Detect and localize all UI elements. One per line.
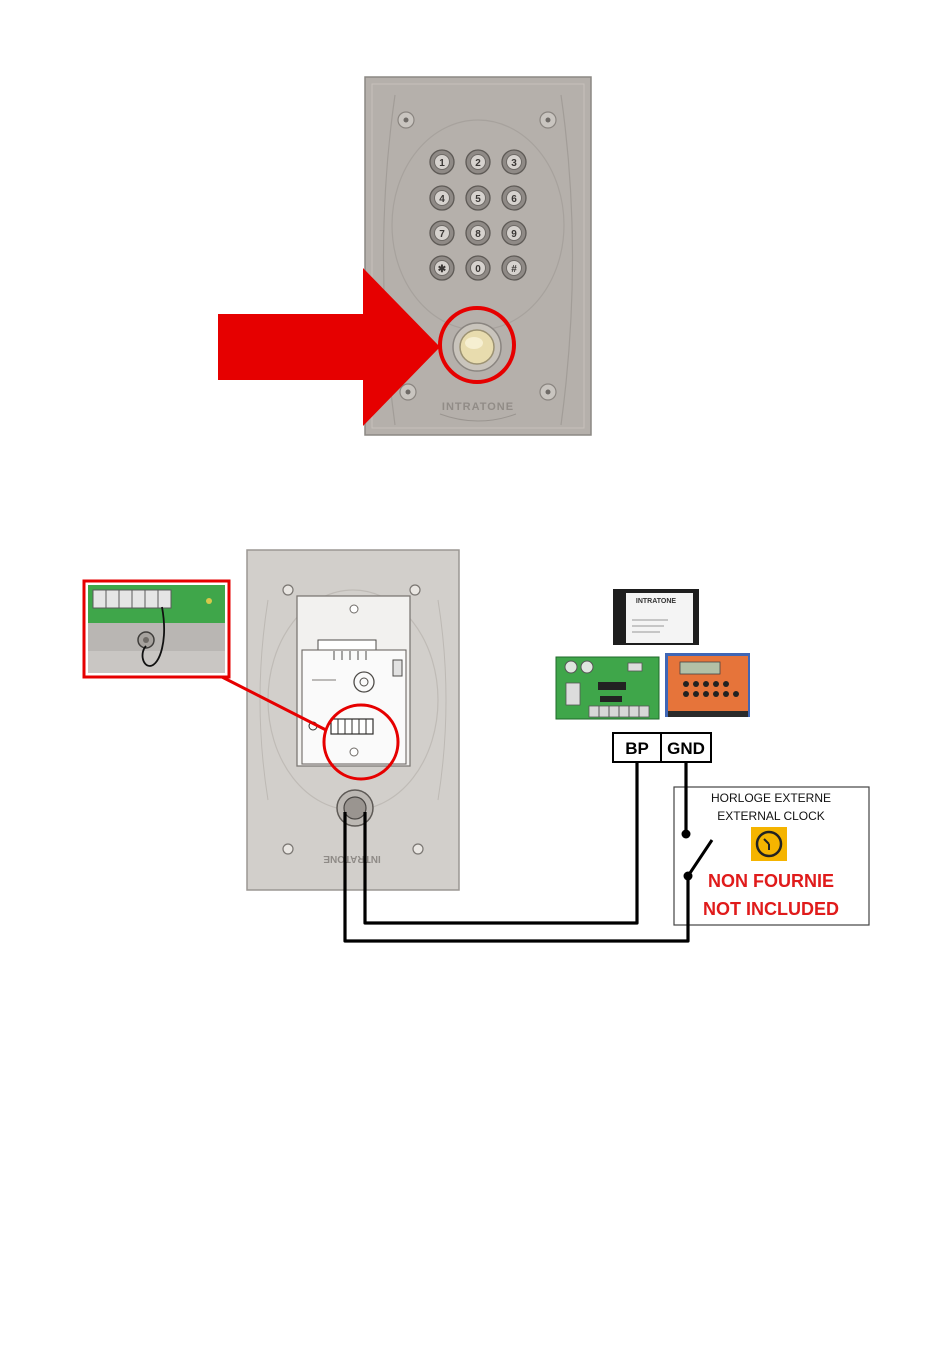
terminal-gnd-label: GND	[667, 739, 705, 758]
key-label: 4	[439, 194, 445, 205]
key-label: #	[511, 264, 517, 275]
screw-icon	[540, 384, 556, 400]
screw-icon	[410, 585, 420, 595]
keypad-key[interactable]: 0	[466, 256, 490, 280]
clock-note-en: NOT INCLUDED	[703, 899, 839, 919]
terminal-zoom-inset	[84, 581, 229, 677]
clock-note-fr: NON FOURNIE	[708, 871, 834, 891]
key-label: 5	[475, 194, 481, 205]
keypad-key[interactable]: 1	[430, 150, 454, 174]
push-button-rear	[337, 790, 373, 826]
keypad-key[interactable]: ✱	[430, 256, 454, 280]
terminal-labels: BP GND	[613, 733, 711, 762]
key-label: 7	[439, 229, 445, 240]
key-label: 8	[475, 229, 481, 240]
key-label: ✱	[438, 264, 447, 275]
key-label: 1	[439, 158, 445, 169]
keypad-key[interactable]: 8	[466, 221, 490, 245]
external-clock-box: HORLOGE EXTERNE EXTERNAL CLOCK NON FOURN…	[674, 787, 869, 925]
keypad-key[interactable]: 6	[502, 186, 526, 210]
keypad-key[interactable]: 2	[466, 150, 490, 174]
keypad-key[interactable]: 5	[466, 186, 490, 210]
terminal-bp-label: BP	[625, 739, 649, 758]
rear-brand-logo: INTRATONE	[323, 853, 381, 864]
keypad-key[interactable]: #	[502, 256, 526, 280]
clock-icon	[751, 827, 787, 861]
control-module-cluster: INTRATONE	[556, 589, 750, 719]
exit-push-button[interactable]	[453, 323, 501, 371]
keypad-brand-logo: INTRATONE	[442, 401, 514, 413]
keypad-key[interactable]: 3	[502, 150, 526, 174]
screw-icon	[283, 844, 293, 854]
key-label: 6	[511, 194, 517, 205]
key-label: 0	[475, 264, 481, 275]
keypad-key[interactable]: 4	[430, 186, 454, 210]
screw-icon	[540, 112, 556, 128]
key-label: 3	[511, 158, 517, 169]
screw-icon	[400, 384, 416, 400]
clock-title-en: EXTERNAL CLOCK	[717, 809, 825, 823]
key-label: 2	[475, 158, 481, 169]
module-brand-label: INTRATONE	[636, 598, 677, 605]
rear-panel-view: INTRATONE	[247, 550, 459, 890]
screw-icon	[283, 585, 293, 595]
clock-title-fr: HORLOGE EXTERNE	[711, 791, 831, 805]
keypad-key[interactable]: 7	[430, 221, 454, 245]
screw-icon	[398, 112, 414, 128]
screw-icon	[413, 844, 423, 854]
key-label: 9	[511, 229, 517, 240]
keypad-key[interactable]: 9	[502, 221, 526, 245]
